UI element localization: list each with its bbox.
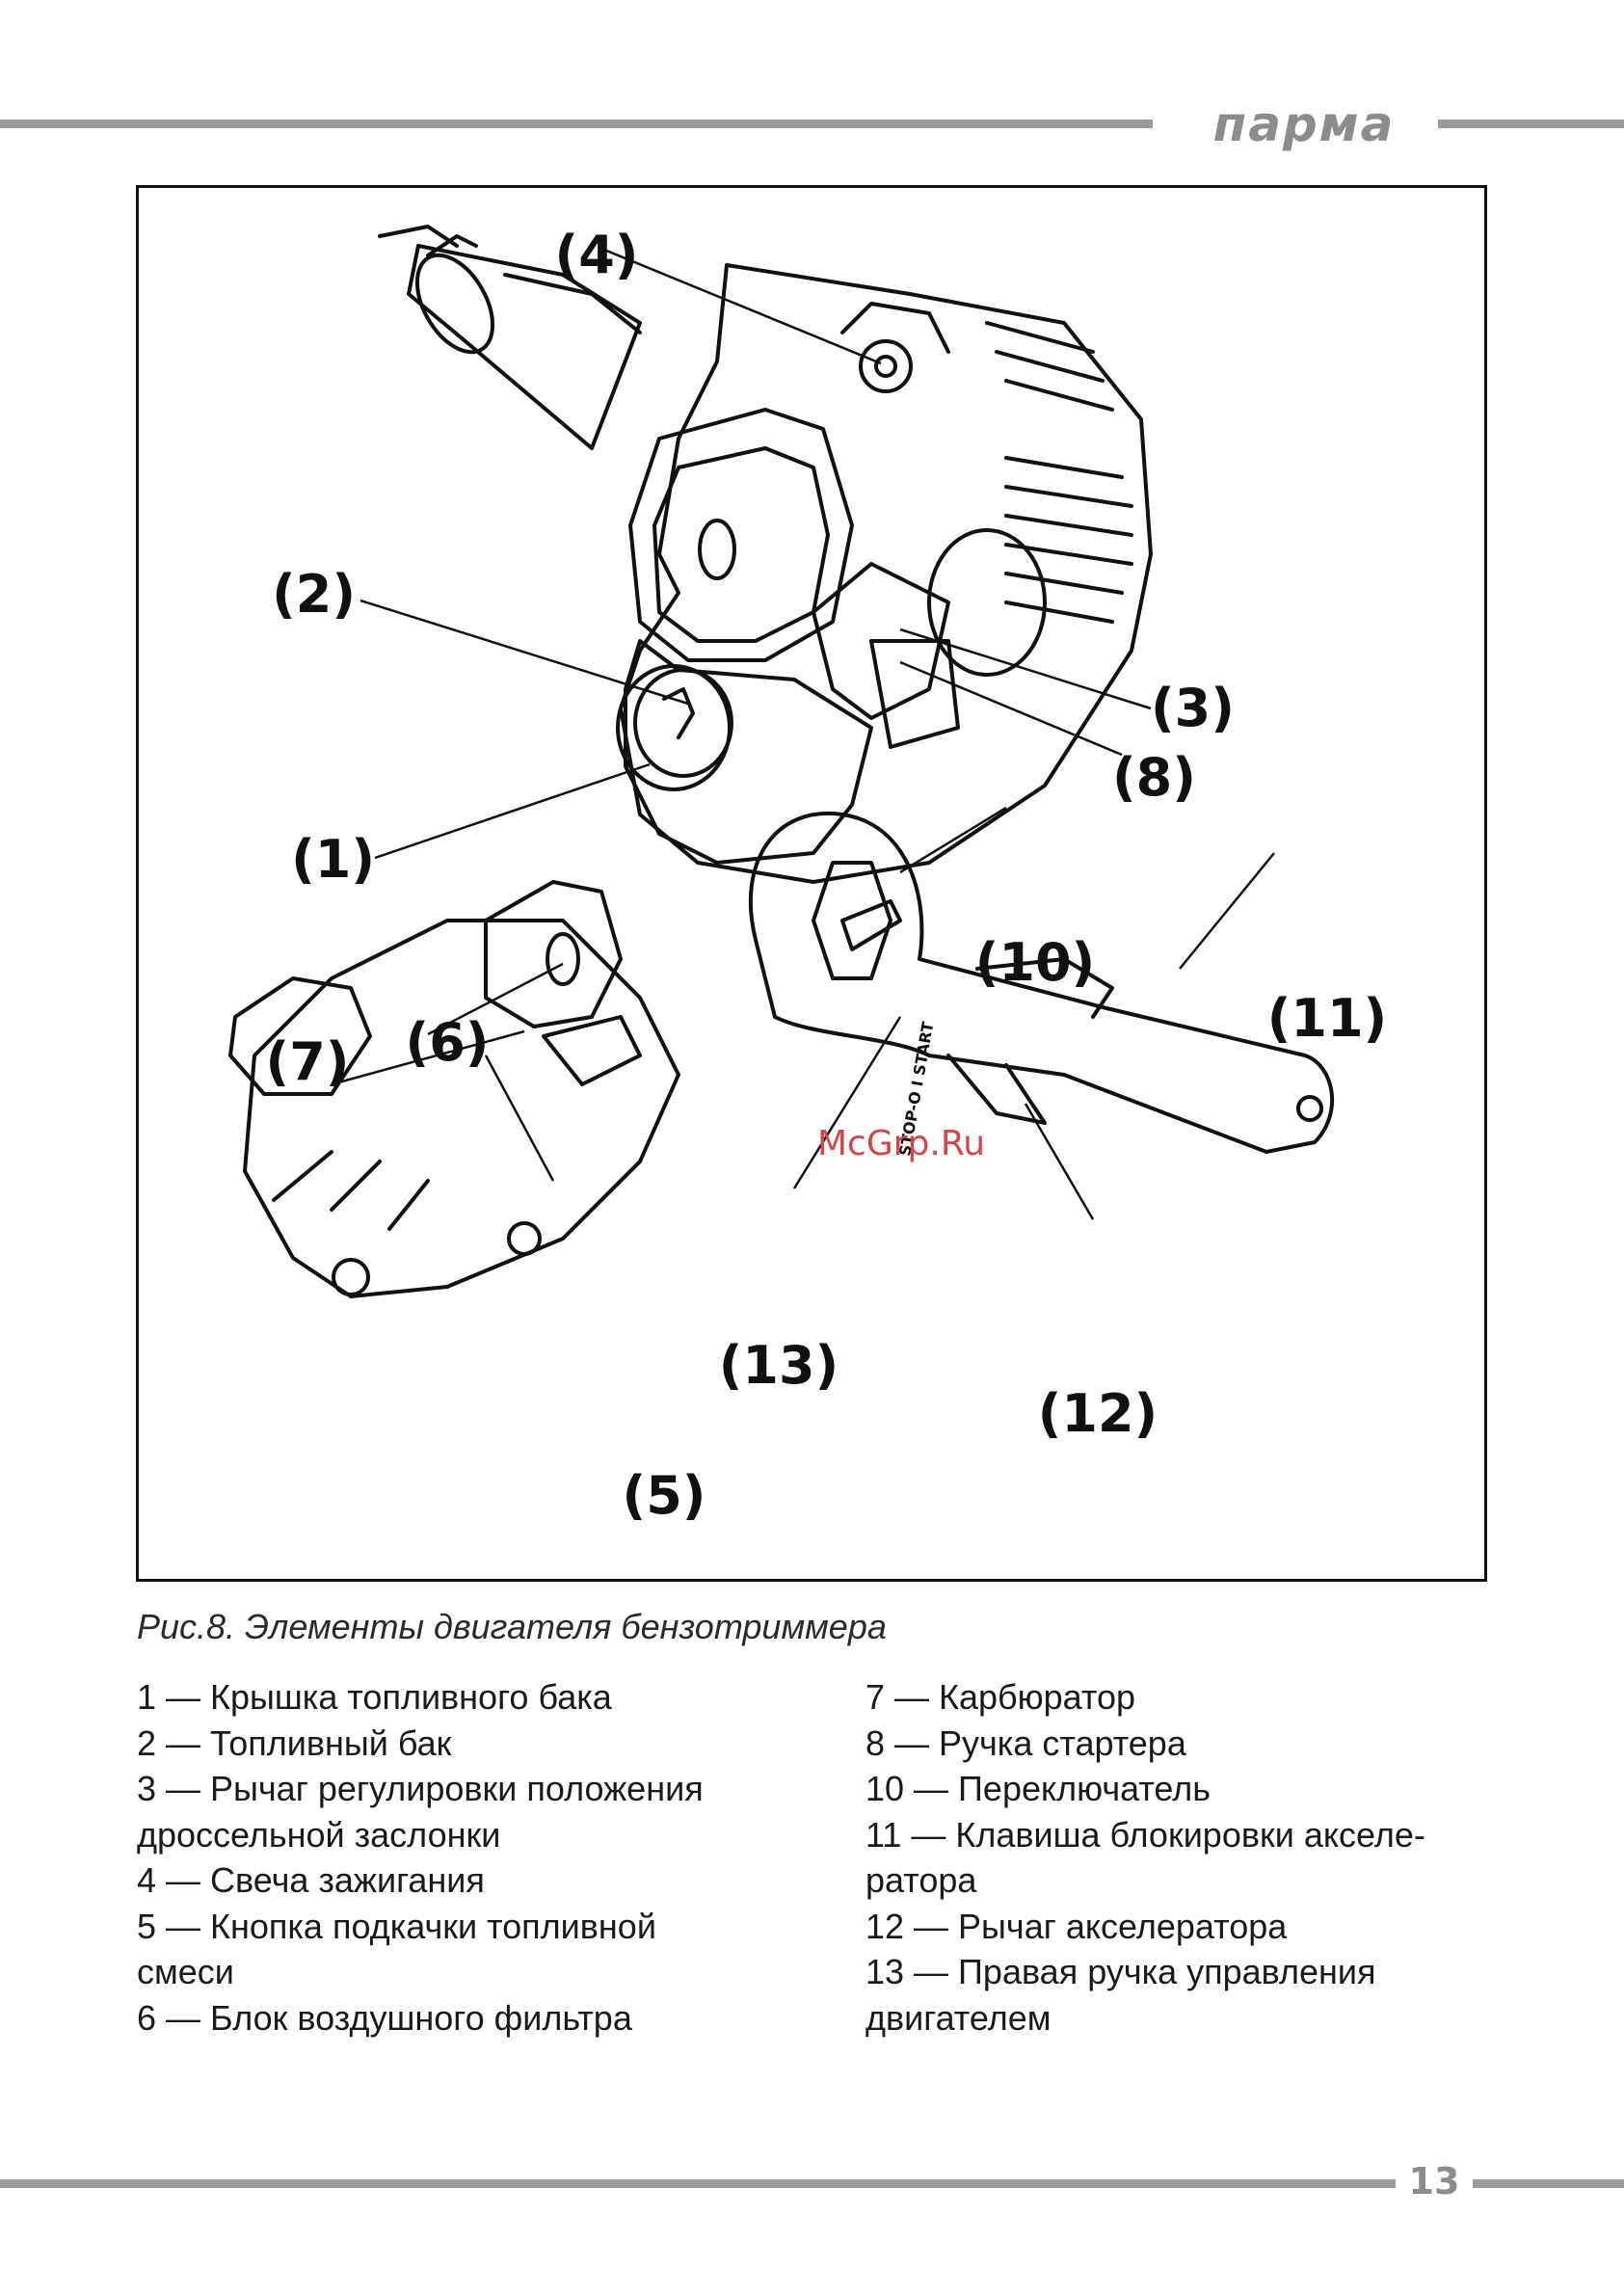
brand-logo: парма xyxy=(1212,96,1396,152)
legend-item: 1 — Крышка топливного бака xyxy=(137,1677,612,1717)
legend-item: 7 — Карбюратор xyxy=(865,1677,1136,1717)
callout-11: (11) xyxy=(1267,988,1388,1049)
legend-item: 12 — Рычаг акселератора xyxy=(865,1906,1288,1946)
page-number: 13 xyxy=(1408,2160,1460,2203)
callout-6: (6) xyxy=(406,1012,490,1073)
header-rule-right xyxy=(1438,120,1624,128)
callout-2: (2) xyxy=(272,564,356,625)
callout-3: (3) xyxy=(1151,678,1235,738)
legend-item: дроссельной заслонки xyxy=(137,1814,501,1855)
legend-item: 11 — Клавиша блокировки акселе- xyxy=(865,1814,1425,1855)
legend-item: 10 — Переключатель xyxy=(865,1769,1211,1808)
legend-left-column: 1 — Крышка топливного бака 2 — Топливный… xyxy=(137,1674,831,2041)
figure-caption: Рис.8. Элементы двигателя бензотриммера xyxy=(137,1607,887,1646)
engine-figure: (1) (2) (3) (4) (5) (6) (7) (8) (10) (11… xyxy=(136,185,1487,1582)
legend-item: смеси xyxy=(137,1952,234,1991)
legend-item: ратора xyxy=(865,1860,977,1900)
engine-illustration: (1) (2) (3) (4) (5) (6) (7) (8) (10) (11… xyxy=(228,225,1388,1526)
callout-1: (1) xyxy=(291,829,375,890)
legend-item: 4 — Свеча зажигания xyxy=(137,1860,485,1900)
legend-item: 5 — Кнопка подкачки топливной xyxy=(137,1906,656,1946)
callout-10: (10) xyxy=(975,932,1096,993)
callout-13: (13) xyxy=(719,1335,839,1396)
legend-right-column: 7 — Карбюратор 8 — Ручка стартера 10 — П… xyxy=(865,1674,1559,2041)
footer-rule-right xyxy=(1473,2179,1624,2188)
legend-item: 8 — Ручка стартера xyxy=(865,1722,1186,1763)
callout-7: (7) xyxy=(266,1031,350,1092)
callout-8: (8) xyxy=(1112,747,1196,808)
legend-item: 2 — Топливный бак xyxy=(137,1722,452,1763)
callout-4: (4) xyxy=(555,225,639,285)
callout-5: (5) xyxy=(623,1465,706,1526)
callout-12: (12) xyxy=(1038,1383,1158,1444)
footer-rule-left xyxy=(0,2179,1396,2188)
header-rule-left xyxy=(0,120,1153,128)
watermark: McGrp.Ru xyxy=(817,1124,985,1163)
legend-item: двигателем xyxy=(865,1997,1052,2038)
legend-item: 3 — Рычаг регулировки положения xyxy=(137,1769,704,1808)
legend-item: 6 — Блок воздушного фильтра xyxy=(137,1997,632,2038)
legend-item: 13 — Правая ручка управления xyxy=(865,1952,1376,1991)
